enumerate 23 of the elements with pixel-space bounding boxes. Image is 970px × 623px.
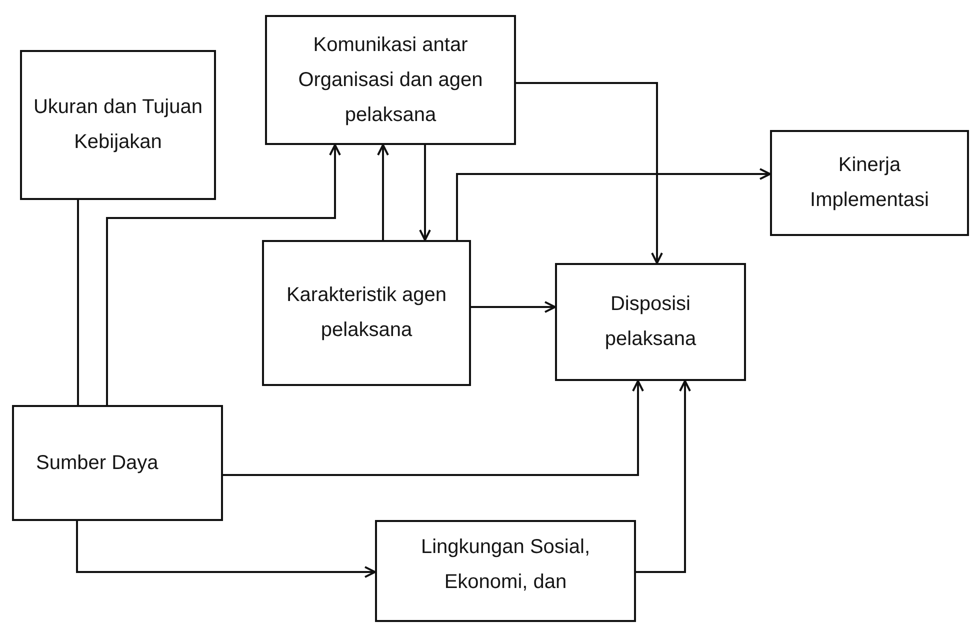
arrow — [106, 144, 341, 405]
box-label: Disposisi pelaksana — [604, 292, 698, 352]
process-box — [20, 50, 216, 200]
arrow — [516, 82, 663, 264]
arrow — [223, 380, 644, 476]
arrow — [419, 145, 431, 241]
process-box — [375, 520, 636, 622]
arrow — [456, 168, 771, 240]
process-box — [262, 240, 471, 386]
process-box — [770, 130, 969, 236]
arrow — [76, 521, 376, 578]
arrow — [471, 301, 556, 313]
box-label: Sumber Daya — [36, 450, 158, 476]
box-label: Kinerja Implementasi — [809, 153, 930, 213]
box-label: Lingkungan Sosial, Ekonomi, dan — [420, 535, 591, 595]
arrow — [636, 380, 691, 573]
box-label: Karakteristik agen pelaksana — [285, 283, 448, 343]
arrow — [377, 144, 389, 240]
box-label: Ukuran dan Tujuan Kebijakan — [32, 95, 204, 155]
box-label: Komunikasi antar Organisasi dan agen pelaksana — [297, 32, 484, 128]
process-box — [265, 15, 516, 145]
process-box — [12, 405, 223, 521]
process-box — [555, 263, 746, 381]
